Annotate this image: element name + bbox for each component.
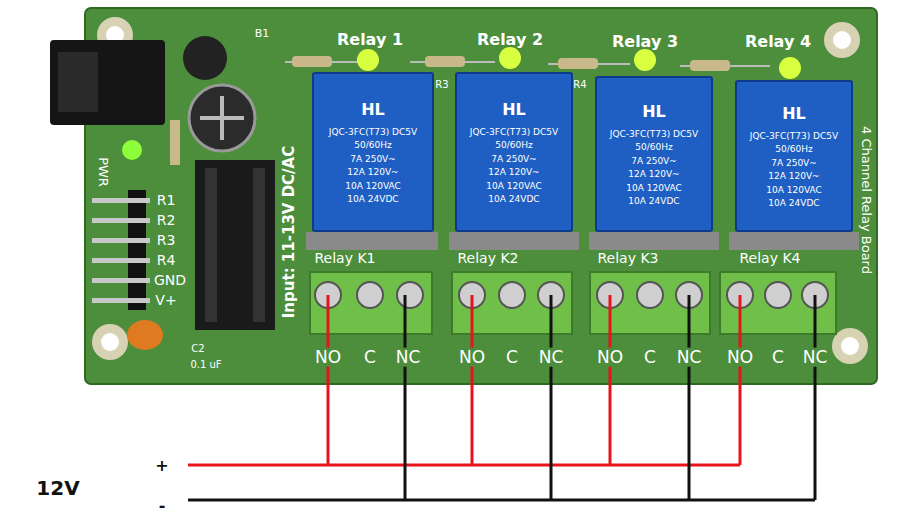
negative-wires [188,295,815,500]
relay-channel-label: Relay 1 [337,31,403,49]
polarity-mark: - [157,497,168,515]
relay-rating: 10A 24VDC [628,195,679,209]
terminal-name: NO [725,348,755,367]
terminal-name: NO [595,348,625,367]
relay-channel-label: Relay 2 [477,31,543,49]
power-led [122,140,142,160]
board-name: 4 Channel Relay Board [859,126,873,274]
pin-name: R4 [157,253,176,268]
terminal-screws [315,282,828,308]
brand-mark: HL [502,98,526,122]
relay-rating: 12A 120V~ [628,168,679,182]
relay-rating: JQC-3FC(T73) DC5V [750,130,838,144]
relay-name: Relay K3 [595,251,660,266]
part-name: R3 [435,79,448,90]
relay-rating: 50/60Hz [775,143,812,157]
pin-header [92,190,150,310]
bridge-rectifier [183,36,227,80]
terminal-name: C [364,348,376,367]
part-name: B1 [255,28,270,40]
pin-name: GND [154,273,186,288]
relay-box: HL JQC-3FC(T73) DC5V50/60Hz7A 250V~12A 12… [312,72,434,232]
brand-mark: HL [361,98,385,122]
capacitor-value: 0.1 uF [190,359,221,370]
terminal-name: NC [801,348,830,367]
part-name: R4 [573,79,586,90]
relay-bases [306,232,859,250]
relay-rating: 10A 120VAC [626,182,682,196]
terminal-name: NC [537,348,566,367]
pin-name: R3 [157,233,176,248]
pin-name: R2 [157,213,176,228]
polarity-mark: + [153,457,170,475]
relay-channel-label: Relay 3 [612,33,678,51]
relay-rating: 7A 250V~ [350,153,396,167]
mounting-holes [92,17,868,364]
relay-box: HL JQC-3FC(T73) DC5V50/60Hz7A 250V~12A 12… [595,76,713,232]
relay-rating: JQC-3FC(T73) DC5V [329,126,417,140]
circuit-board [85,8,877,384]
relay-rating: 10A 120VAC [345,180,401,194]
relay-channel-label: Relay 4 [745,33,811,51]
input-rating: Input: 11-13V DC/AC [281,146,298,318]
relay-rating: 50/60Hz [495,139,532,153]
relay-rating: JQC-3FC(T73) DC5V [610,128,698,142]
relay-rating: JQC-3FC(T73) DC5V [470,126,558,140]
relay-box: HL JQC-3FC(T73) DC5V50/60Hz7A 250V~12A 12… [455,72,573,232]
terminal-name: NC [675,348,704,367]
pin-name: R1 [157,193,176,208]
terminal-name: C [772,348,784,367]
terminal-name: NC [394,348,423,367]
part-name: C2 [191,343,204,354]
relay-rating: 12A 120V~ [768,170,819,184]
brand-mark: HL [642,100,666,124]
relay-rating: 50/60Hz [635,141,672,155]
positive-wires [188,295,740,465]
supply-voltage: 12V [36,477,79,499]
relay-name: Relay K4 [737,251,802,266]
relay-name: Relay K1 [312,251,377,266]
relay-rating: 7A 250V~ [631,155,677,169]
relay-rating: 10A 24VDC [488,193,539,207]
resistor-symbol [170,120,180,165]
ic-chip [195,160,275,330]
dc-jack [50,40,165,125]
relay-rating: 50/60Hz [354,139,391,153]
relay-rating: 10A 120VAC [766,184,822,198]
brand-mark: HL [782,102,806,126]
pin-group-label: PWR [96,157,110,187]
terminal-blocks [310,272,836,334]
relay-name: Relay K2 [455,251,520,266]
terminal-name: NO [313,348,343,367]
pin-name: V+ [155,293,176,308]
terminal-name: NO [457,348,487,367]
ceramic-capacitor [127,320,163,350]
electrolytic-capacitor [189,85,255,151]
relay-box: HL JQC-3FC(T73) DC5V50/60Hz7A 250V~12A 12… [735,80,853,232]
relay-rating: 10A 24VDC [768,197,819,211]
relay-rating: 12A 120V~ [488,166,539,180]
relay-rating: 10A 24VDC [347,193,398,207]
terminal-name: C [506,348,518,367]
terminal-name: C [644,348,656,367]
relay-rating: 12A 120V~ [347,166,398,180]
relay-rating: 10A 120VAC [486,180,542,194]
relay-rating: 7A 250V~ [771,157,817,171]
relay-rating: 7A 250V~ [491,153,537,167]
